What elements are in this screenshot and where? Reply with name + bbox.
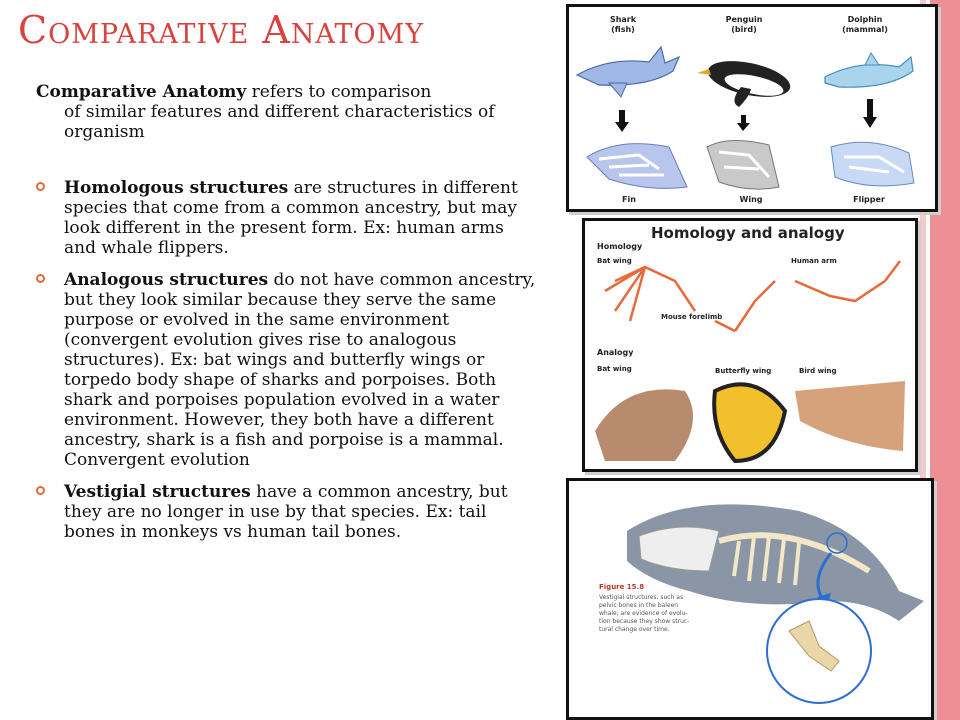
- caption-line: tion because they show struc-: [599, 618, 689, 625]
- intro-body-text: of similar features and different charac…: [64, 102, 495, 142]
- figure-caption-title: Figure 15.8: [599, 583, 644, 591]
- caption-line: tural change over time.: [599, 626, 670, 633]
- mouse-forelimb-bones-icon: [714, 280, 776, 333]
- analogy-label: Analogy: [597, 348, 634, 357]
- bullet-list: Homologous structures are structures in …: [36, 178, 536, 554]
- human-arm-bones-icon: [794, 260, 901, 303]
- bird-wing-icon: [795, 381, 905, 451]
- intro-lead-term: Comparative Anatomy: [36, 82, 247, 102]
- slide-title: Comparative Anatomy: [18, 8, 425, 52]
- pelvic-bone-icon: [788, 620, 840, 672]
- whale-skeleton-icon: [627, 504, 924, 621]
- bat-wing-icon: [595, 389, 693, 461]
- dolphin-icon: [824, 52, 914, 88]
- intro-paragraph: Comparative Anatomy refers to comparison…: [36, 82, 536, 142]
- bullet-homologous: Homologous structures are structures in …: [36, 178, 536, 258]
- penguin-icon: [697, 61, 791, 107]
- figure-vestigial-whale-illustration: Figure 15.8 Vestigial structures, such a…: [599, 504, 924, 704]
- bat-wing-analogy-label: Bat wing: [597, 365, 632, 373]
- mouse-forelimb-label: Mouse forelimb: [661, 313, 722, 321]
- figure-vestigial-whale: Figure 15.8 Vestigial structures, such a…: [566, 478, 934, 720]
- bat-wing-bones-icon: [604, 265, 697, 322]
- animal-group: (fish): [611, 25, 635, 34]
- down-arrow-icon: [615, 110, 629, 132]
- bullet-marker-icon: [36, 486, 45, 495]
- bat-wing-label: Bat wing: [597, 257, 632, 265]
- figure-homologous-limbs: Shark (fish) Penguin (bird) Dolphin (mam…: [566, 4, 938, 212]
- animal-group: (bird): [731, 25, 756, 34]
- caption-line: Vestigial structures, such as: [599, 594, 683, 601]
- animal-name: Shark: [610, 15, 637, 24]
- down-arrow-icon: [737, 115, 750, 131]
- bullet-marker-icon: [36, 274, 45, 283]
- wing-bones-icon: [706, 139, 780, 190]
- bullet-text: are structures in different species that…: [64, 178, 518, 258]
- butterfly-wing-icon: [712, 382, 788, 464]
- bullet-marker-icon: [36, 182, 45, 191]
- figure-homology-analogy: Homology and analogy Homology Bat wing H…: [582, 218, 918, 472]
- shark-icon: [575, 45, 681, 98]
- limb-label: Wing: [740, 195, 763, 204]
- down-arrow-icon: [863, 99, 877, 128]
- butterfly-wing-label: Butterfly wing: [715, 367, 771, 375]
- homology-label: Homology: [597, 242, 643, 251]
- limb-label: Fin: [622, 195, 636, 204]
- bullet-term: Analogous structures: [64, 270, 269, 290]
- figure-homologous-limbs-illustration: Shark (fish) Penguin (bird) Dolphin (mam…: [575, 15, 915, 204]
- animal-name: Dolphin: [848, 15, 883, 24]
- bullet-term: Homologous structures: [64, 178, 289, 198]
- bullet-vestigial: Vestigial structures have a common ances…: [36, 482, 536, 542]
- pelvis-highlight-icon: [826, 532, 848, 554]
- caption-line: pelvic bones in the baleen: [599, 602, 678, 609]
- flipper-bones-icon: [830, 141, 915, 187]
- animal-group: (mammal): [842, 25, 888, 34]
- intro-lead-text: refers to comparison: [246, 82, 432, 102]
- figure-title: Homology and analogy: [651, 224, 845, 242]
- figure-homology-analogy-illustration: Homology and analogy Homology Bat wing H…: [595, 224, 905, 464]
- animal-name: Penguin: [726, 15, 763, 24]
- caption-line: whale, are evidence of evolu-: [599, 610, 688, 617]
- bullet-text: do not have common ancestry, but they lo…: [64, 270, 536, 470]
- fin-bones-icon: [586, 143, 688, 189]
- bullet-analogous: Analogous structures do not have common …: [36, 270, 536, 470]
- limb-label: Flipper: [853, 195, 885, 204]
- bullet-text: have a common ancestry, but they are no …: [64, 482, 508, 542]
- human-arm-label: Human arm: [791, 257, 837, 265]
- bullet-term: Vestigial structures: [64, 482, 251, 502]
- bird-wing-label: Bird wing: [799, 367, 837, 375]
